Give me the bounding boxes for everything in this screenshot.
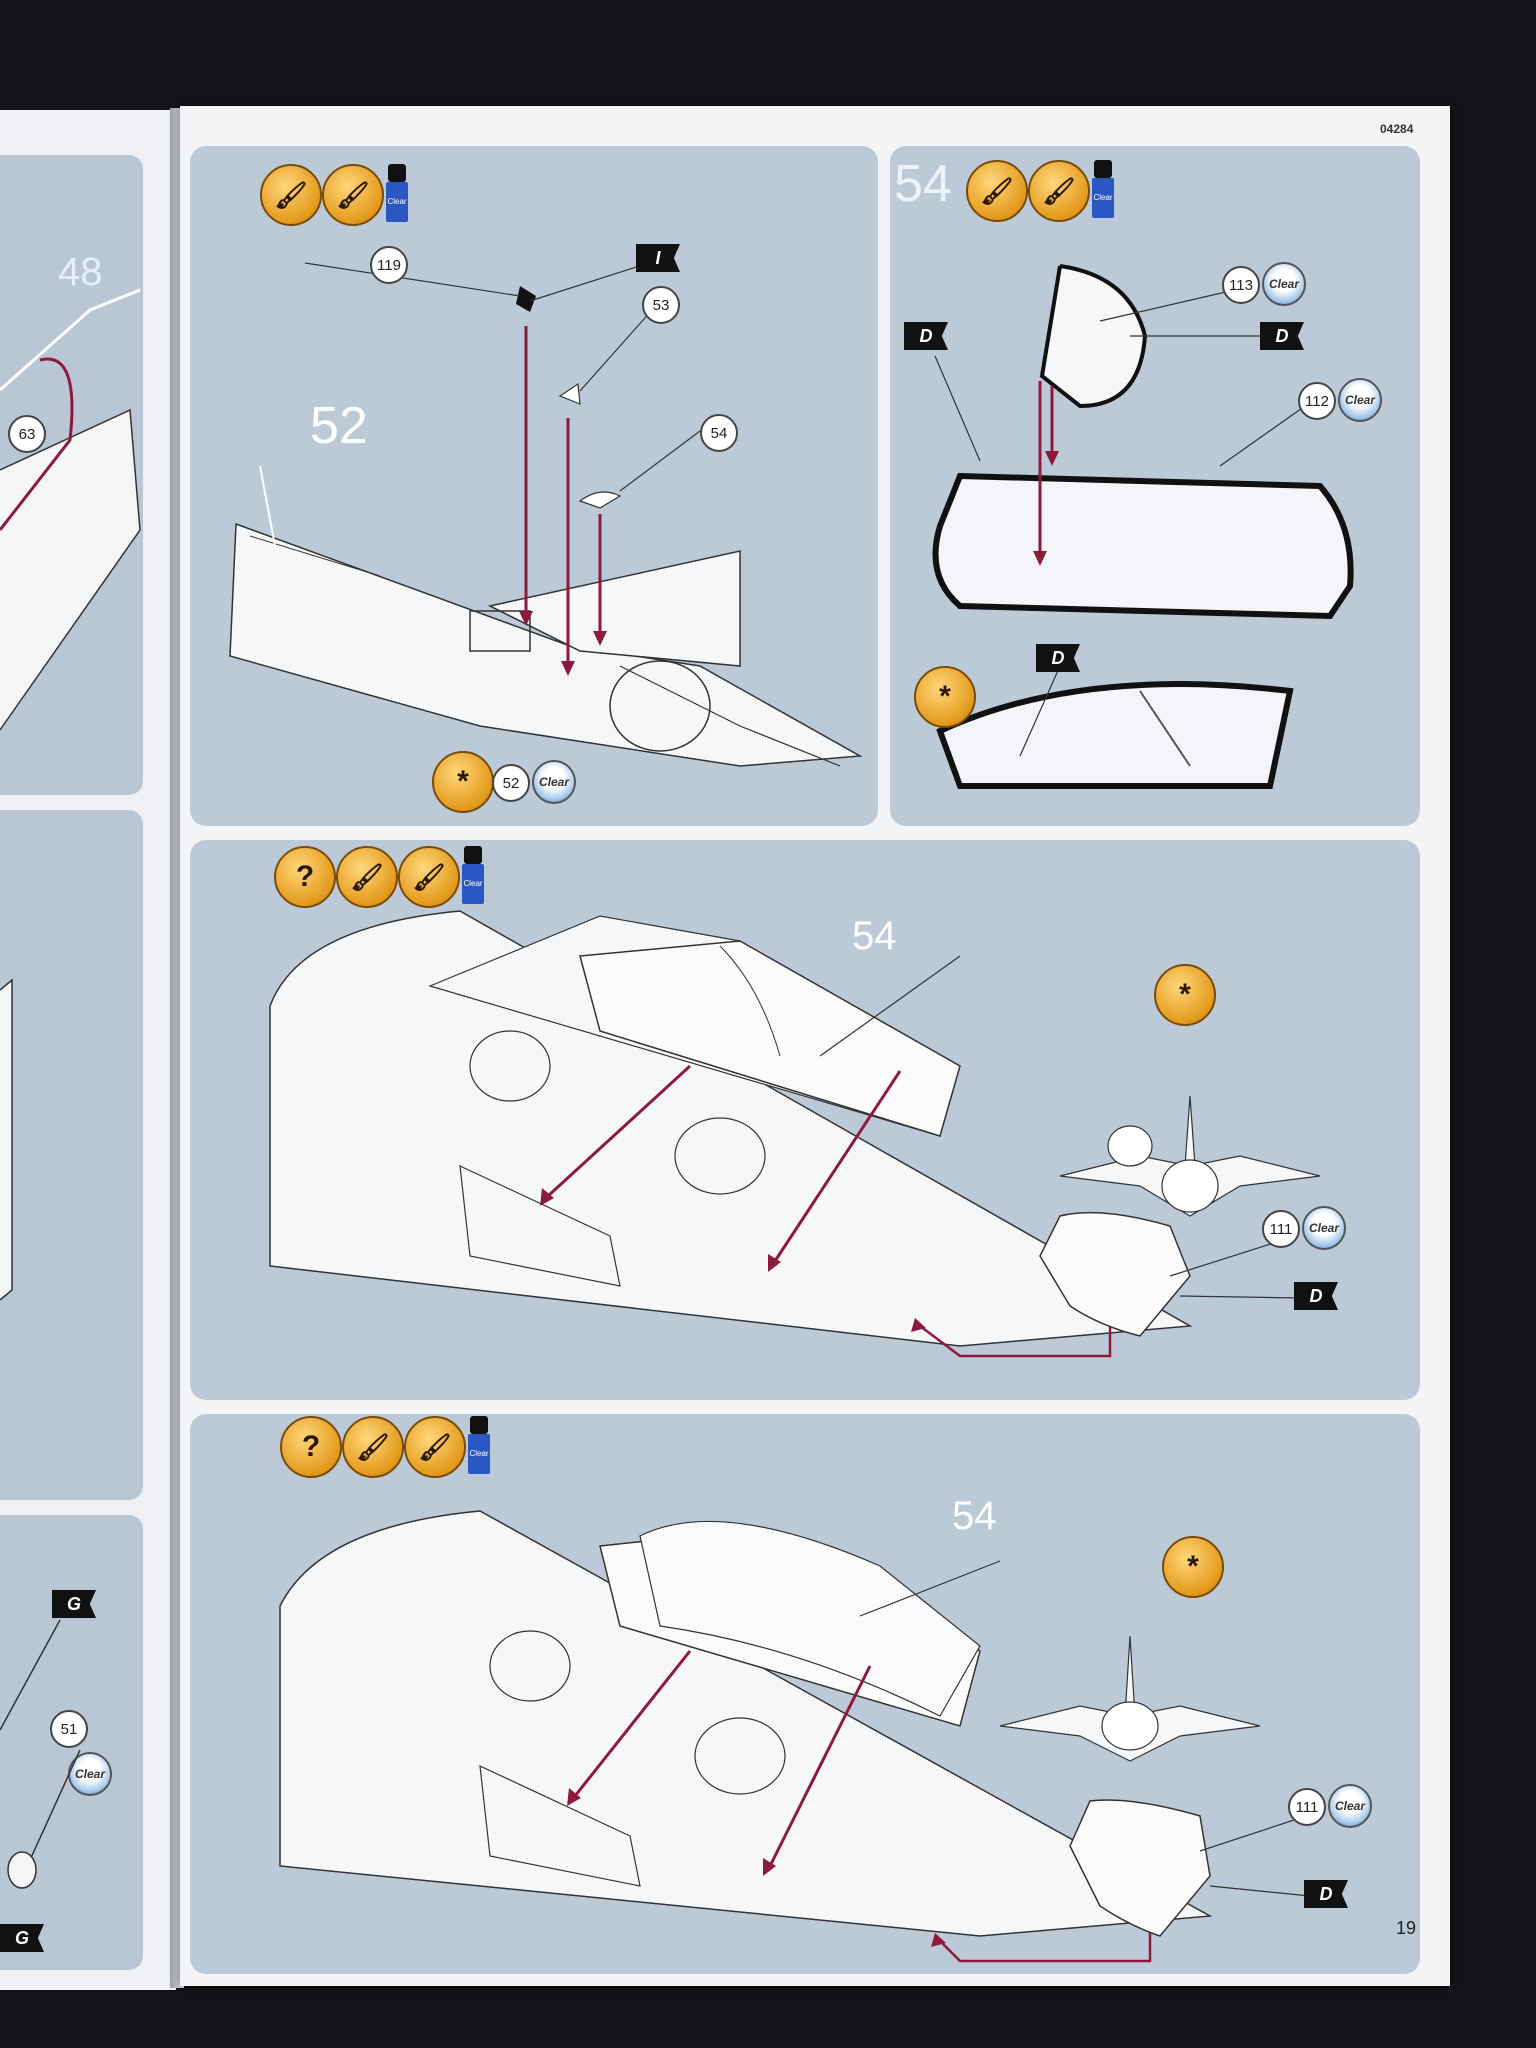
paint-brush-icon-54: 🖌 [1028, 160, 1090, 222]
assembly-drawings [229, 260, 1354, 1963]
glue-icon-3: 🖌 [336, 846, 398, 908]
clear-badge-52: Clear [532, 760, 576, 804]
clear-paint-bottle-icon: Clear [386, 164, 408, 222]
left-page-drawings [0, 288, 141, 1889]
flag-d-detail: D [1036, 644, 1080, 672]
clear-badge-112: Clear [1338, 378, 1382, 422]
clear-paint-bottle-icon-3: Clear [462, 846, 484, 904]
paint-brush-icon-3: 🖌 [398, 846, 460, 908]
flag-d-frame: D [904, 322, 948, 350]
asterisk-icon-3: * [1154, 964, 1216, 1026]
paint-brush-icon: 🖌 [322, 164, 384, 226]
clear-paint-bottle-icon-4: Clear [468, 1416, 490, 1474]
step-52-number: 52 [310, 397, 368, 455]
glue-icon: 🖌 [260, 164, 322, 226]
asterisk-icon-54: * [914, 666, 976, 728]
left-flag-g-bottom: G [0, 1924, 44, 1952]
clear-badge-113: Clear [1262, 262, 1306, 306]
callout-54: 54 [700, 414, 738, 452]
left-callout-63: 63 [8, 415, 46, 453]
glue-icon-4: 🖌 [342, 1416, 404, 1478]
clear-badge-111-3: Clear [1302, 1206, 1346, 1250]
step-54-number: 54 [894, 155, 952, 213]
page-number: 19 [1396, 1918, 1417, 1938]
part-54-label-3: 54 [852, 914, 897, 958]
flag-d-113: D [1260, 322, 1304, 350]
left-flag-g: G [52, 1590, 96, 1618]
callout-53: 53 [642, 286, 680, 324]
flag-d-3: D [1294, 1282, 1338, 1310]
left-step-number: 48 [58, 250, 103, 294]
asterisk-icon-4: * [1162, 1536, 1224, 1598]
asterisk-icon: * [432, 751, 494, 813]
left-page: 48 63 51 Clear G G [0, 110, 176, 1990]
question-icon-4: ? [280, 1416, 342, 1478]
callout-112: 112 [1298, 382, 1336, 420]
clear-paint-bottle-icon-54: Clear [1092, 160, 1114, 218]
clear-badge-111-4: Clear [1328, 1784, 1372, 1828]
flag-i: I [636, 244, 680, 272]
right-page: 04284 [180, 106, 1450, 1986]
callout-52: 52 [492, 764, 530, 802]
paint-brush-icon-4: 🖌 [404, 1416, 466, 1478]
callout-119: 119 [370, 246, 408, 284]
part-54-label-4: 54 [952, 1494, 997, 1538]
left-step-panel-middle [0, 810, 143, 1500]
callout-111-3: 111 [1262, 1210, 1300, 1248]
glue-icon-54: 🖌 [966, 160, 1028, 222]
callout-111-4: 111 [1288, 1788, 1326, 1826]
callout-113: 113 [1222, 266, 1260, 304]
question-icon: ? [274, 846, 336, 908]
left-callout-51: 51 [50, 1710, 88, 1748]
flag-d-4: D [1304, 1880, 1348, 1908]
document-code: 04284 [1380, 122, 1414, 136]
